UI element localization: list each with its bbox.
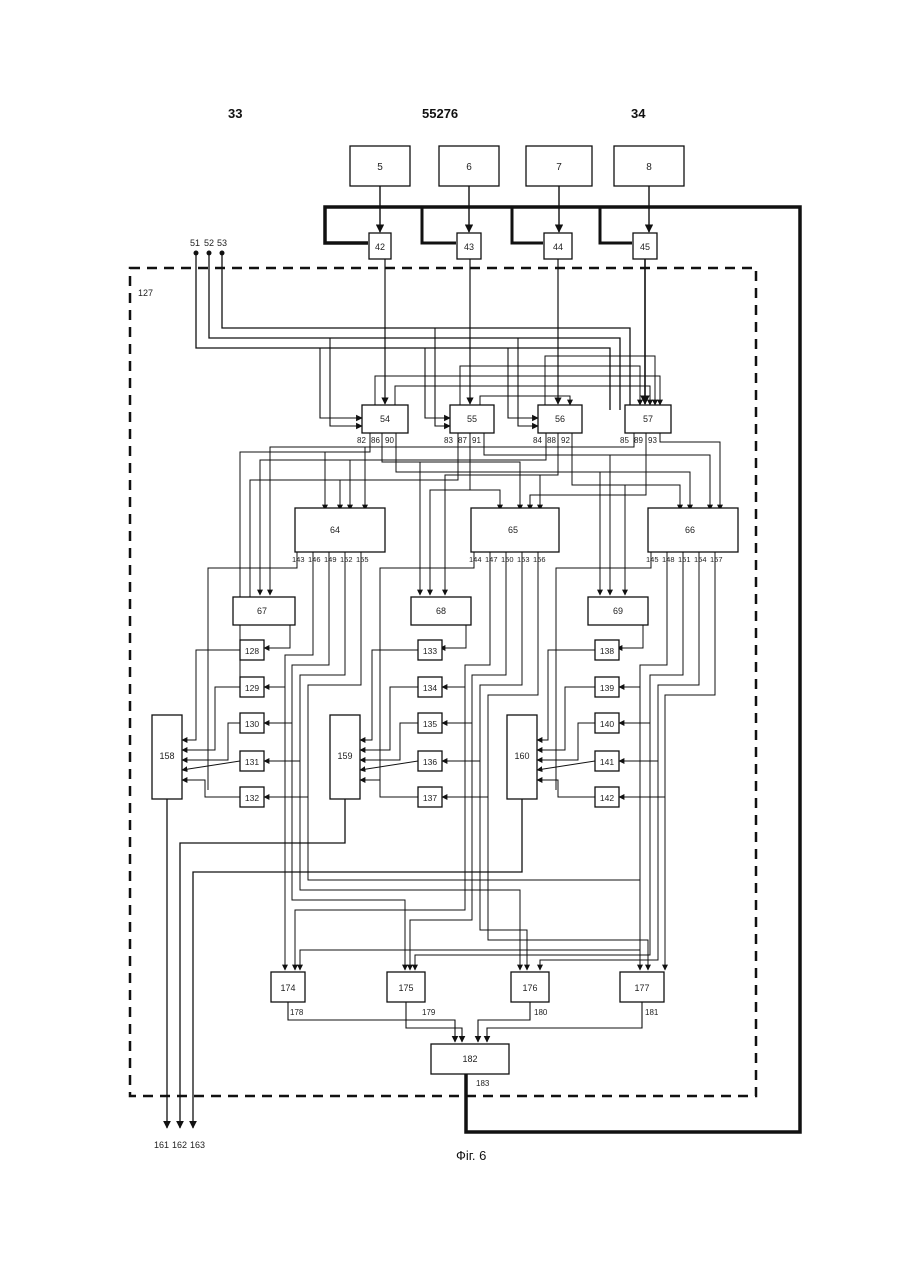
tall-blocks: 158 159 160 bbox=[152, 715, 537, 799]
svg-text:155: 155 bbox=[356, 555, 369, 564]
svg-text:149: 149 bbox=[324, 555, 337, 564]
svg-text:66: 66 bbox=[685, 525, 695, 535]
svg-text:138: 138 bbox=[600, 646, 614, 656]
svg-text:130: 130 bbox=[245, 719, 259, 729]
svg-text:180: 180 bbox=[534, 1008, 548, 1017]
svg-text:152: 152 bbox=[340, 555, 353, 564]
svg-text:181: 181 bbox=[645, 1008, 659, 1017]
svg-text:179: 179 bbox=[422, 1008, 436, 1017]
svg-text:151: 151 bbox=[678, 555, 691, 564]
svg-text:141: 141 bbox=[600, 757, 614, 767]
svg-text:144: 144 bbox=[469, 555, 482, 564]
svg-text:7: 7 bbox=[556, 162, 562, 173]
svg-text:87: 87 bbox=[458, 436, 467, 445]
output-wires bbox=[167, 799, 522, 1128]
svg-text:147: 147 bbox=[485, 555, 498, 564]
svg-text:82: 82 bbox=[357, 436, 366, 445]
svg-text:85: 85 bbox=[620, 436, 629, 445]
svg-text:140: 140 bbox=[600, 719, 614, 729]
svg-text:131: 131 bbox=[245, 757, 259, 767]
row-b-blocks: 64 65 66 143 146 149 152 155 144 147 150… bbox=[292, 508, 738, 564]
figure-caption: Фіг. 6 bbox=[456, 1148, 486, 1163]
svg-text:160: 160 bbox=[514, 751, 529, 761]
svg-text:136: 136 bbox=[423, 757, 437, 767]
svg-text:129: 129 bbox=[245, 683, 259, 693]
input-label-51: 51 bbox=[190, 238, 200, 248]
svg-text:57: 57 bbox=[643, 414, 653, 424]
column-blocks-right: 138 139 140 141 142 bbox=[595, 640, 619, 807]
output-label-161: 161 bbox=[154, 1140, 169, 1150]
svg-text:67: 67 bbox=[257, 606, 267, 616]
frame-label: 127 bbox=[138, 288, 153, 298]
output-label-162: 162 bbox=[172, 1140, 187, 1150]
svg-text:69: 69 bbox=[613, 606, 623, 616]
svg-text:45: 45 bbox=[640, 242, 650, 252]
svg-text:68: 68 bbox=[436, 606, 446, 616]
svg-text:178: 178 bbox=[290, 1008, 304, 1017]
svg-text:6: 6 bbox=[466, 162, 472, 173]
feedback-tap-45 bbox=[600, 207, 632, 243]
svg-text:139: 139 bbox=[600, 683, 614, 693]
feedback-tap-44 bbox=[512, 207, 543, 243]
bottom-blocks: 174 175 176 177 178 179 180 181 bbox=[271, 972, 664, 1042]
svg-text:54: 54 bbox=[380, 414, 390, 424]
svg-text:83: 83 bbox=[444, 436, 453, 445]
svg-text:8: 8 bbox=[646, 162, 652, 173]
svg-text:133: 133 bbox=[423, 646, 437, 656]
svg-text:56: 56 bbox=[555, 414, 565, 424]
column-blocks-left: 128 129 130 131 132 bbox=[240, 640, 264, 807]
svg-text:55: 55 bbox=[467, 414, 477, 424]
svg-text:175: 175 bbox=[398, 983, 413, 993]
svg-text:90: 90 bbox=[385, 436, 394, 445]
svg-text:86: 86 bbox=[371, 436, 380, 445]
svg-text:43: 43 bbox=[464, 242, 474, 252]
svg-text:5: 5 bbox=[377, 162, 383, 173]
svg-text:177: 177 bbox=[634, 983, 649, 993]
svg-text:92: 92 bbox=[561, 436, 570, 445]
svg-text:174: 174 bbox=[280, 983, 295, 993]
svg-text:132: 132 bbox=[245, 793, 259, 803]
svg-text:148: 148 bbox=[662, 555, 675, 564]
svg-text:142: 142 bbox=[600, 793, 614, 803]
svg-text:42: 42 bbox=[375, 242, 385, 252]
svg-text:158: 158 bbox=[159, 751, 174, 761]
svg-text:65: 65 bbox=[508, 525, 518, 535]
svg-text:134: 134 bbox=[423, 683, 437, 693]
svg-text:84: 84 bbox=[533, 436, 542, 445]
svg-text:93: 93 bbox=[648, 436, 657, 445]
svg-text:156: 156 bbox=[533, 555, 546, 564]
svg-text:137: 137 bbox=[423, 793, 437, 803]
svg-text:150: 150 bbox=[501, 555, 514, 564]
final-output-label: 183 bbox=[476, 1079, 490, 1088]
input-pins: 51 52 53 bbox=[190, 238, 630, 426]
svg-text:145: 145 bbox=[646, 555, 659, 564]
svg-text:157: 157 bbox=[710, 555, 723, 564]
svg-text:154: 154 bbox=[694, 555, 707, 564]
svg-text:146: 146 bbox=[308, 555, 321, 564]
svg-text:176: 176 bbox=[522, 983, 537, 993]
feedback-tap-43 bbox=[422, 207, 456, 243]
top-blocks: 5 6 7 8 bbox=[350, 146, 684, 232]
row-a-blocks: 54 55 56 57 82 86 90 83 87 91 84 88 92 8… bbox=[357, 405, 671, 445]
output-label-163: 163 bbox=[190, 1140, 205, 1150]
svg-text:128: 128 bbox=[245, 646, 259, 656]
svg-text:44: 44 bbox=[553, 242, 563, 252]
svg-text:159: 159 bbox=[337, 751, 352, 761]
column-blocks-mid: 133 134 135 136 137 bbox=[418, 640, 442, 807]
svg-text:182: 182 bbox=[462, 1054, 477, 1064]
svg-text:143: 143 bbox=[292, 555, 305, 564]
final-block: 182 183 bbox=[431, 1044, 509, 1088]
input-label-53: 53 bbox=[217, 238, 227, 248]
svg-text:64: 64 bbox=[330, 525, 340, 535]
svg-text:91: 91 bbox=[472, 436, 481, 445]
input-label-52: 52 bbox=[204, 238, 214, 248]
gate-blocks: 42 43 44 45 bbox=[369, 233, 657, 404]
svg-text:88: 88 bbox=[547, 436, 556, 445]
svg-text:153: 153 bbox=[517, 555, 530, 564]
svg-text:89: 89 bbox=[634, 436, 643, 445]
svg-text:135: 135 bbox=[423, 719, 437, 729]
